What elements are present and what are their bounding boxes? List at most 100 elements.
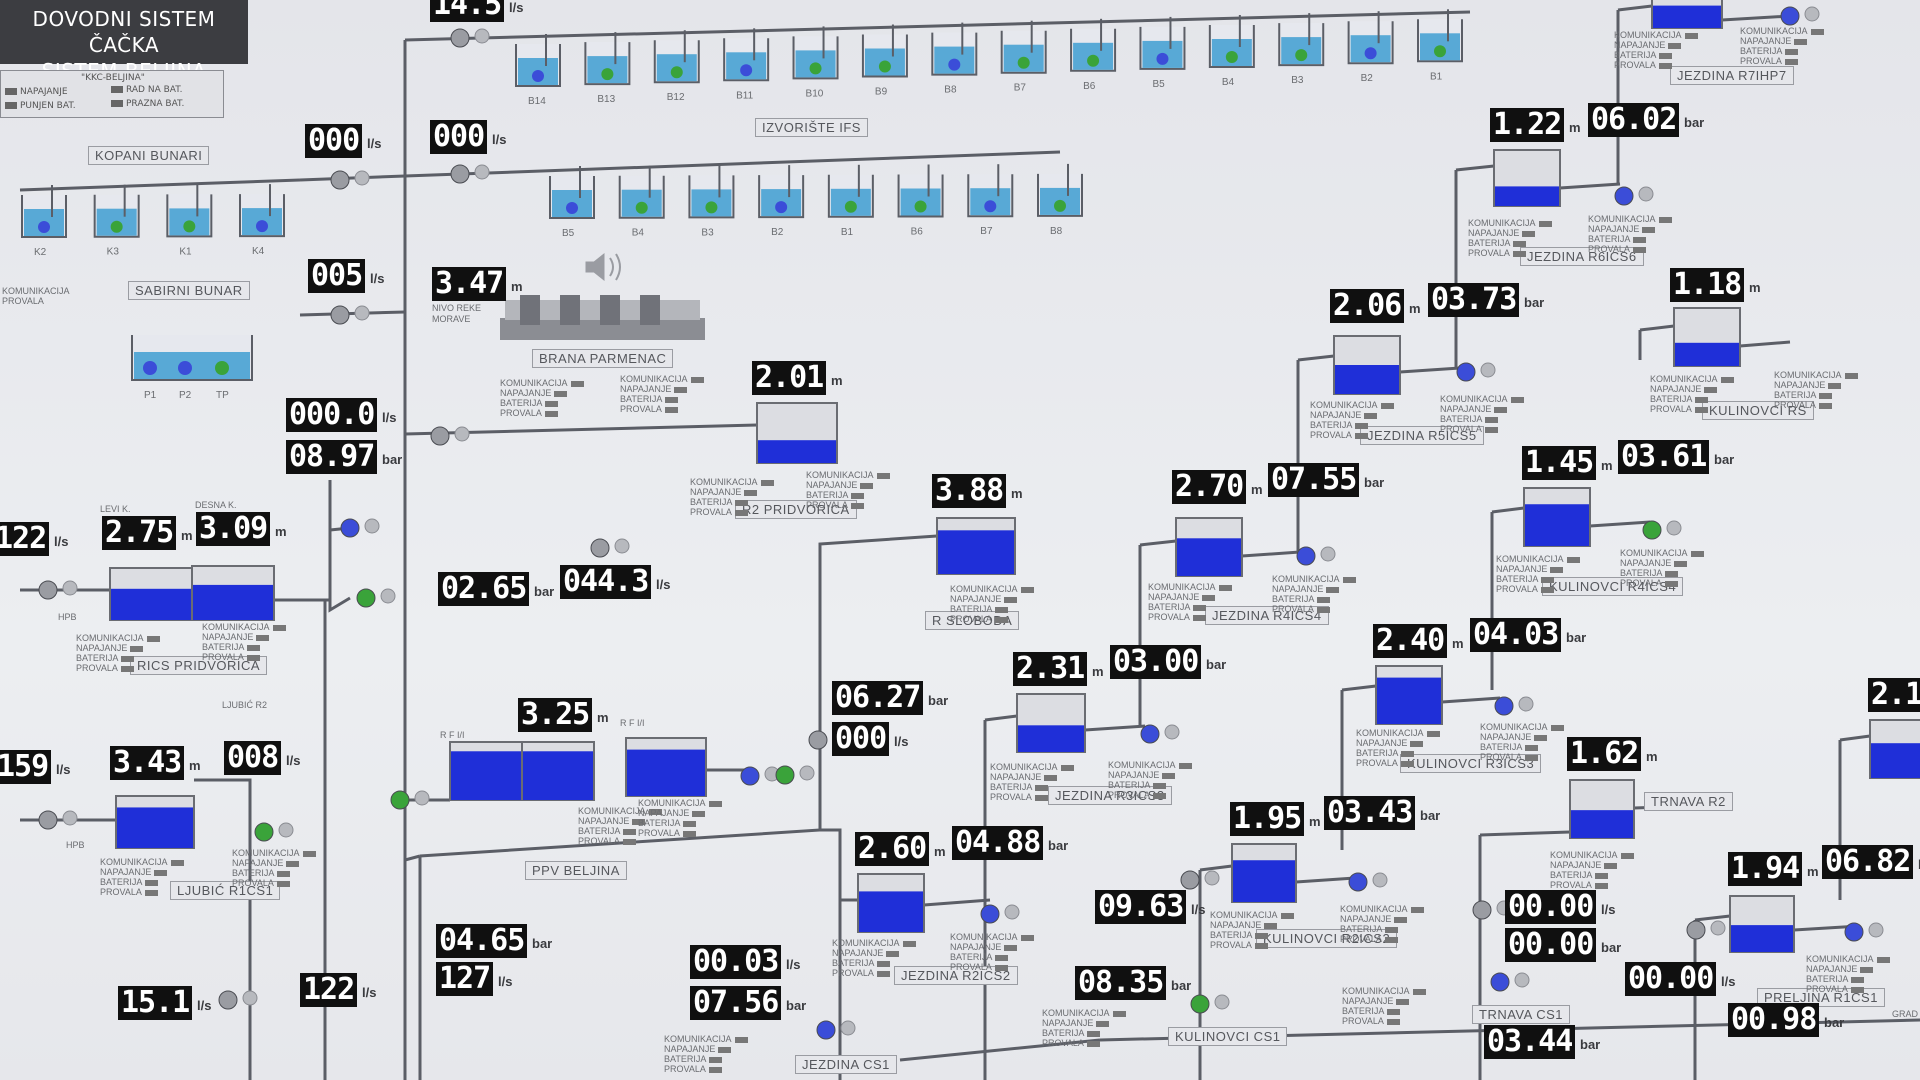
pump-icon [1225,51,1238,63]
tank-r2 [857,873,925,933]
status-row-label: KOMUNIKACIJA [100,857,168,867]
top-well: B9 [861,24,908,98]
status-row-label: PROVALA [806,500,848,510]
value-display-d_kc1q: 09.63 [1095,890,1187,924]
status-indicator [1819,392,1833,399]
unit-label: m [1452,636,1464,651]
status-row-label: KOMUNIKACIJA [832,938,900,948]
valve-icon[interactable] [340,518,360,538]
status-row-label: BATERIJA [100,877,143,887]
status-row: BATERIJA [1356,748,1443,758]
status-indicator [682,830,696,837]
valve-icon[interactable] [590,538,610,558]
tank-trnava-r2 [1569,779,1635,839]
status-row: BATERIJA [1108,780,1195,790]
valve-icon[interactable] [1642,520,1662,540]
value-display-d_pr1p: 06.82 [1822,845,1914,879]
valve-icon[interactable] [254,822,274,842]
well-label: B9 [875,87,888,98]
status-row: KOMUNIKACIJA [578,806,665,816]
valve-icon[interactable] [450,28,470,48]
status-row: BATERIJA [1342,1006,1429,1016]
status-light-icon [1514,972,1530,988]
status-row: KOMUNIKACIJA [1740,26,1827,36]
status-row-label: NAPAJANJE [232,858,284,868]
valve-icon[interactable] [450,164,470,184]
valve-icon[interactable] [1140,724,1160,744]
pump-icon [143,361,157,375]
valve-icon[interactable] [1780,6,1800,26]
valve-icon[interactable] [1180,870,1200,890]
valve-icon[interactable] [1844,922,1864,942]
speaker-icon[interactable] [585,252,621,282]
status-row-label: PROVALA [1496,584,1538,594]
status-row: BATERIJA [690,497,777,507]
status-indicator [1513,240,1527,247]
status-row: PROVALA [1774,400,1861,410]
valve-icon[interactable] [356,588,376,608]
pump-icon [948,58,961,71]
status-indicator [735,499,749,506]
value-display-d_k3: 2.40 [1373,624,1448,658]
status-indicator [1604,862,1618,869]
valve-icon[interactable] [1490,972,1510,992]
valve-icon[interactable] [430,426,450,446]
status-indicator [1354,432,1368,439]
status-row-label: PROVALA [2,296,44,306]
status-row-label: PROVALA [1342,1016,1384,1026]
status-row-label: BATERIJA [950,604,993,614]
status-row: NAPAJANJE [1042,1018,1129,1028]
status-row: BATERIJA [950,604,1037,614]
tank-level [193,584,273,620]
status-row: KOMUNIKACIJA [1272,574,1359,584]
valve-icon[interactable] [740,766,760,786]
unit-label: m [1646,749,1658,764]
well-label: B13 [597,94,615,105]
valve-icon[interactable] [1348,872,1368,892]
status-light-icon [1868,922,1884,938]
valve-icon[interactable] [38,580,58,600]
status-row-label: BATERIJA [1650,394,1693,404]
valve-icon[interactable] [816,1020,836,1040]
valve-icon[interactable] [38,810,58,830]
valve-icon[interactable] [1190,994,1210,1014]
valve-icon[interactable] [330,305,350,325]
status-indicator [1550,566,1564,573]
status-row-label: KOMUNIKACIJA [1650,374,1718,384]
status-light-icon [380,588,396,604]
tank-level [1571,810,1633,838]
status-row: PROVALA [1480,752,1567,762]
valve-icon[interactable] [775,765,795,785]
status-row: PROVALA [1806,984,1893,994]
status-indicator [1633,236,1647,243]
status-row-label: KOMUNIKACIJA [1550,850,1618,860]
valve-icon[interactable] [1472,900,1492,920]
status-indicator [120,665,134,672]
valve-icon[interactable] [1296,546,1316,566]
unit-label: l/s [786,957,801,972]
valve-icon[interactable] [808,730,828,750]
valve-icon[interactable] [1456,362,1476,382]
pump-icon [635,201,648,214]
status-row: BATERIJA [1042,1028,1129,1038]
valve-icon[interactable] [330,170,350,190]
status-row-label: NAPAJANJE [100,867,152,877]
well-label: B1 [1430,71,1443,82]
status-row-label: BATERIJA [832,958,875,968]
valve-icon[interactable] [980,904,1000,924]
valve-icon[interactable] [390,790,410,810]
unit-label: m [1251,482,1263,497]
valve-icon[interactable] [1494,696,1514,716]
status-row-label: NAPAJANJE [1740,36,1792,46]
valve-icon[interactable] [1614,186,1634,206]
unit-label: m [597,710,609,725]
valve-icon[interactable] [218,990,238,1010]
top-well: B10 [792,26,839,99]
valve-icon[interactable] [1686,920,1706,940]
status-indicator [1525,744,1539,751]
